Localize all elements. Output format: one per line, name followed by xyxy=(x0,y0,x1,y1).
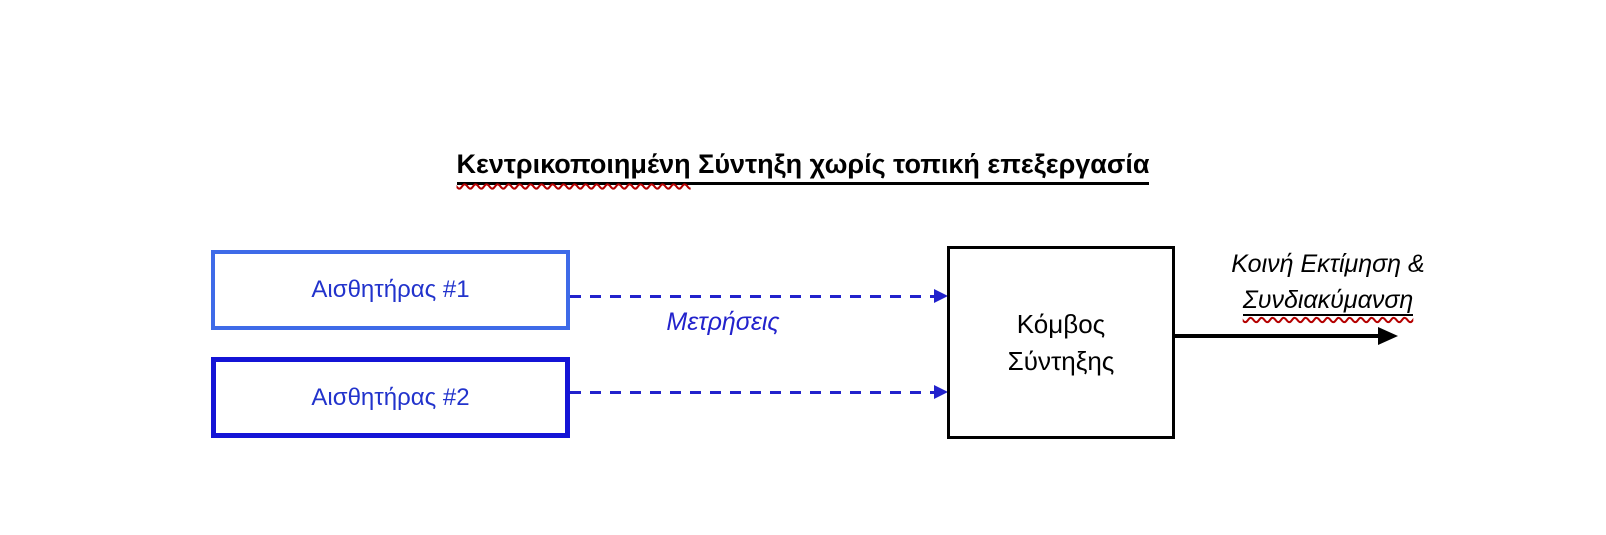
output-arrowhead-icon xyxy=(1378,327,1398,345)
sensor-1-arrowhead-icon xyxy=(934,289,948,303)
title-wrapper: Κεντρικοποιημένη Σύντηξη χωρίς τοπική επ… xyxy=(0,149,1606,185)
output-arrow-line xyxy=(1175,334,1380,338)
sensor-2-arrowhead-icon xyxy=(934,385,948,399)
output-label: Κοινή Εκτίμηση & Συνδιακύμανση xyxy=(1178,247,1478,318)
sensor-2-dashed-arrow-line xyxy=(570,391,934,394)
output-label-line1: Κοινή Εκτίμηση & xyxy=(1231,250,1425,278)
title-rest: Σύντηξη χωρίς τοπική επεξεργασία xyxy=(690,149,1150,179)
sensor-1-dashed-arrow-line xyxy=(570,295,934,298)
title-misspelled-word: Κεντρικοποιημένη xyxy=(456,149,691,179)
sensor-2-label: Αισθητήρας #2 xyxy=(311,383,470,411)
fusion-node-box: Κόμβος Σύντηξης xyxy=(947,246,1175,439)
sensor-2-box: Αισθητήρας #2 xyxy=(211,357,570,438)
sensor-1-box: Αισθητήρας #1 xyxy=(211,250,570,330)
diagram-title: Κεντρικοποιημένη Σύντηξη χωρίς τοπική επ… xyxy=(456,149,1150,185)
sensor-1-label: Αισθητήρας #1 xyxy=(311,276,470,303)
measurements-label: Μετρήσεις xyxy=(666,308,780,336)
output-label-line2: Συνδιακύμανση xyxy=(1242,285,1414,316)
fusion-node-label: Κόμβος Σύντηξης xyxy=(1007,308,1115,376)
